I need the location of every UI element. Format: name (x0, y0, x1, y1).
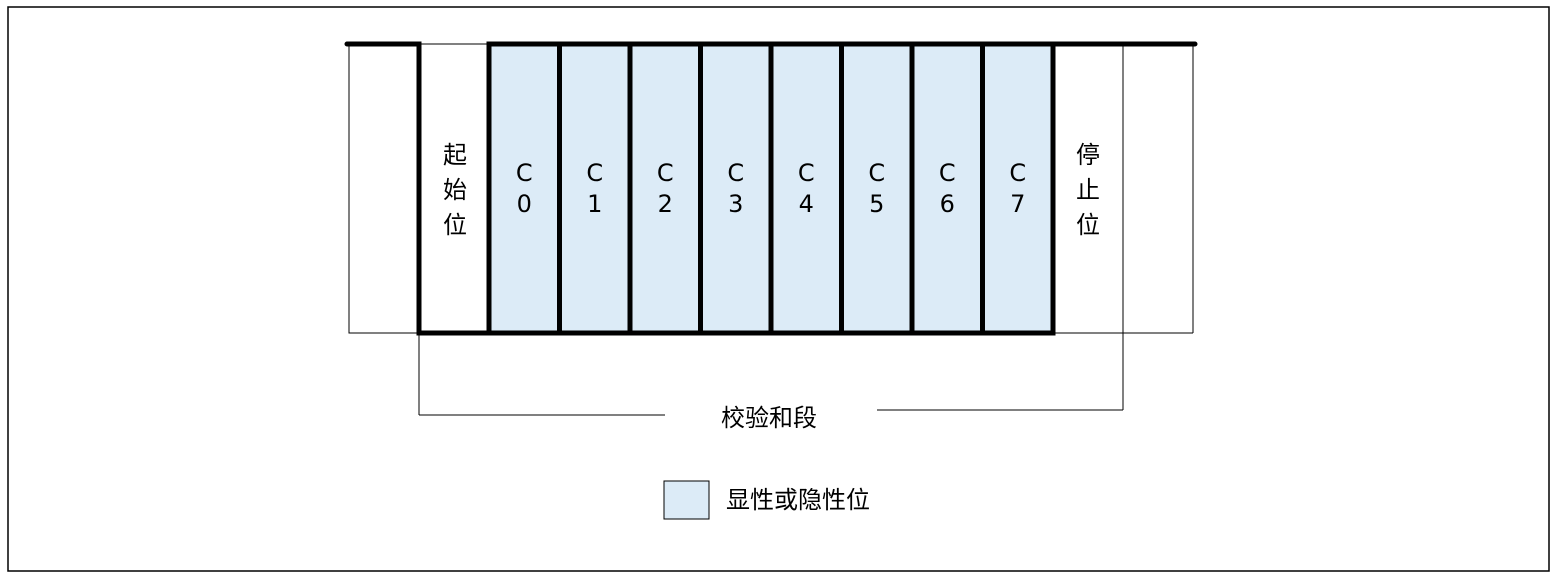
bit-cell-5 (839, 41, 915, 336)
bit-cell-4 (768, 41, 844, 336)
bit-digit-5: 5 (869, 190, 884, 218)
bit-letter-3: C (727, 159, 744, 187)
start-bit-label: 起 始 位 (443, 141, 467, 239)
bit-digit-4: 4 (799, 190, 814, 218)
start-bit-char-0: 起 (443, 141, 467, 169)
stop-bit-char-1: 止 (1076, 176, 1100, 204)
bit-cell-2 (627, 41, 703, 336)
bit-letter-2: C (657, 159, 674, 187)
legend: 显性或隐性位 (663, 480, 870, 520)
bit-cell-0 (486, 41, 562, 336)
legend-swatch (663, 480, 710, 520)
bit-cells: C 0 C 1 C 2 C 3 C 4 C 5 C 6 C 7 (486, 41, 1056, 336)
bit-digit-0: 0 (517, 190, 532, 218)
legend-label: 显性或隐性位 (726, 486, 870, 514)
bit-cell-1 (557, 41, 633, 336)
bit-digit-1: 1 (587, 190, 602, 218)
bit-cell-3 (698, 41, 774, 336)
bit-digit-7: 7 (1010, 190, 1025, 218)
bit-letter-4: C (798, 159, 815, 187)
stop-bit-char-2: 位 (1076, 211, 1100, 239)
start-bit-char-2: 位 (443, 211, 467, 239)
bit-letter-6: C (939, 159, 956, 187)
stop-bit-label: 停 止 位 (1076, 141, 1100, 239)
bit-cell-6 (909, 41, 985, 336)
bit-letter-1: C (586, 159, 603, 187)
bit-digit-2: 2 (658, 190, 673, 218)
bit-digit-6: 6 (940, 190, 955, 218)
stop-bit-char-0: 停 (1076, 141, 1100, 169)
bit-letter-5: C (868, 159, 885, 187)
bit-cell-7 (980, 41, 1056, 336)
bit-digit-3: 3 (728, 190, 743, 218)
bit-letter-0: C (516, 159, 533, 187)
segment-label: 校验和段 (721, 404, 817, 432)
bit-letter-7: C (1009, 159, 1026, 187)
start-bit-char-1: 始 (443, 176, 467, 204)
